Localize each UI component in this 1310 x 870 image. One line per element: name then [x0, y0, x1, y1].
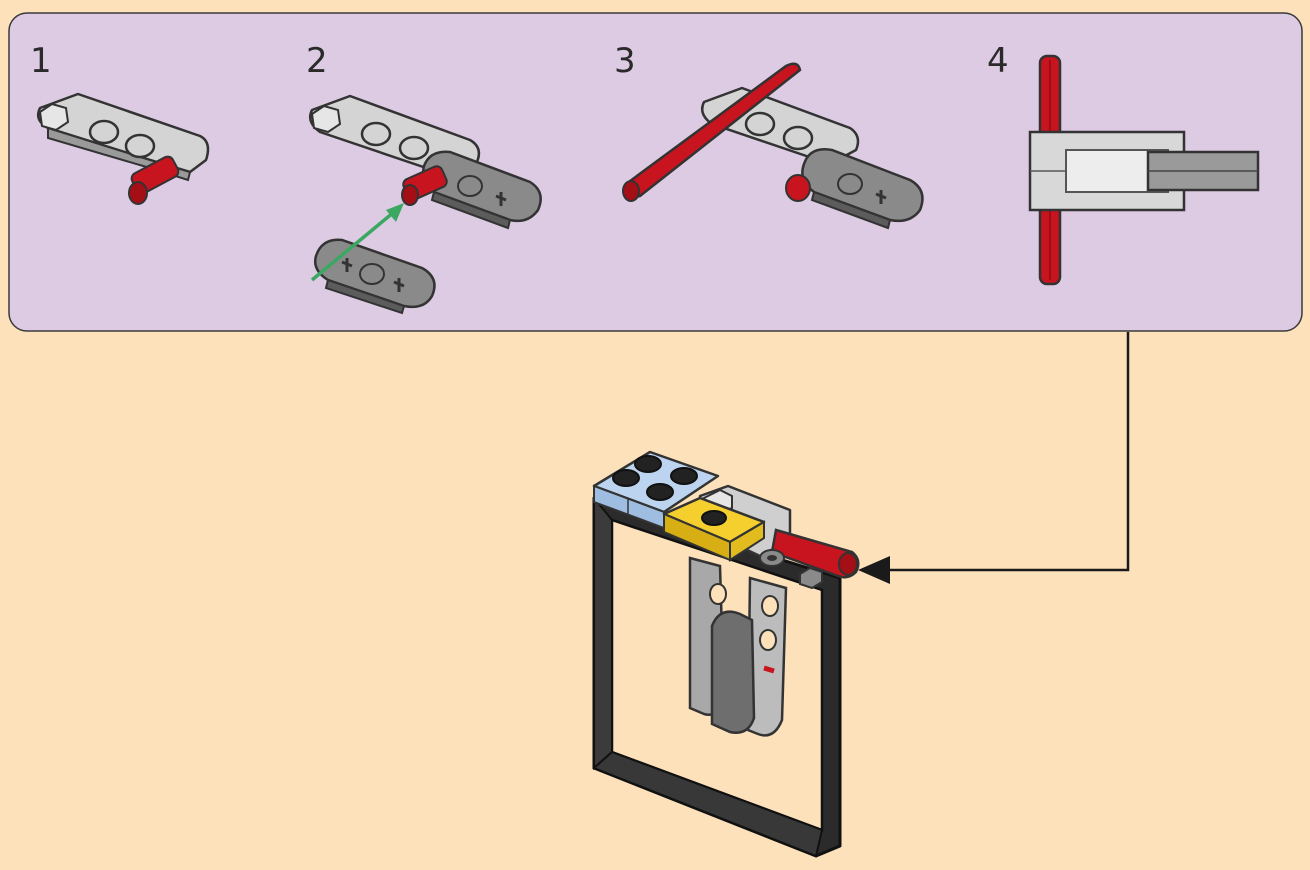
black-callout-arrow-icon: [858, 332, 1130, 584]
green-insert-arrow-icon: [310, 203, 404, 282]
studs: [612, 455, 698, 501]
red-axle-assembly: [770, 528, 860, 579]
red-axle-long: [622, 62, 802, 202]
red-axle-pin: [128, 155, 180, 205]
step-number-4: 4: [987, 41, 1009, 81]
step-3-illustration: [622, 62, 924, 230]
step-4-illustration: [1028, 54, 1260, 286]
step-1-illustration: [37, 92, 210, 205]
step-2-illustration: [309, 94, 542, 315]
light-gray-beam: [37, 92, 210, 174]
hanging-beam-dark: [710, 610, 756, 734]
red-axle-pin: [401, 165, 448, 206]
step-number-3: 3: [614, 41, 636, 81]
hanging-beam-right: [746, 576, 788, 737]
main-assembly: [592, 450, 860, 858]
red-axle-pin: [785, 174, 811, 202]
step-number-2: 2: [306, 41, 328, 81]
hex-connector: [799, 566, 823, 590]
step-number-1: 1: [30, 41, 52, 81]
